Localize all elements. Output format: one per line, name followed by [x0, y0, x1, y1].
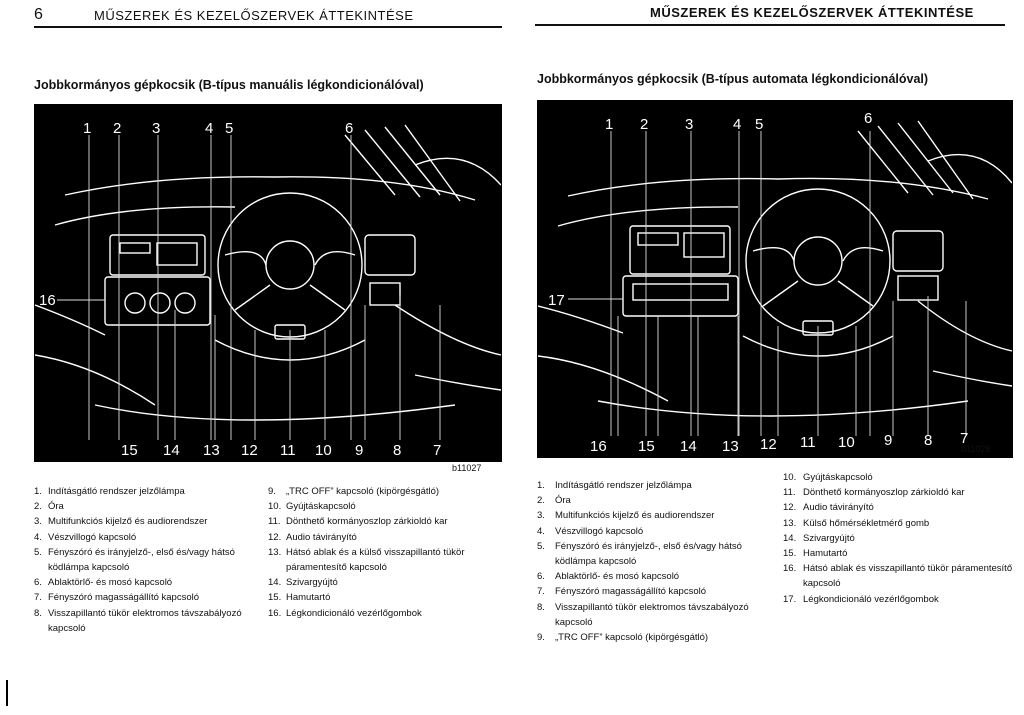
callout-5: 5 [225, 120, 233, 137]
figure-code: b11028 [961, 444, 991, 454]
list-item: 15.Hamutartó [783, 548, 848, 560]
header-rule [34, 26, 502, 28]
list-item: 11.Dönthető kormányoszlop zárkioldó kar [268, 516, 448, 528]
callout-3: 3 [685, 116, 693, 133]
list-item: 9.„TRC OFF” kapcsoló (kipörgésgátló) [268, 486, 440, 497]
callout-14: 14 [680, 438, 697, 455]
callout-17: 17 [548, 292, 565, 309]
list-item: 4.Vészvillogó kapcsoló [537, 525, 644, 537]
list-item: 1.Indításgátló rendszer jelzőlámpa [537, 480, 692, 491]
list-item: 12.Audio távirányító [783, 502, 874, 514]
section-title: Jobbkormányos gépkocsik (B-típus automat… [537, 72, 929, 86]
callout-14: 14 [163, 442, 180, 459]
list-item: 16.Hátsó ablak és visszapillantó tükör p… [783, 563, 1013, 590]
legend-column-1: 1.Indításgátló rendszer jelzőlámpa 2.Óra… [537, 478, 777, 645]
running-header: MŰSZEREK ÉS KEZELŐSZERVEK ÁTTEKINTÉSE [650, 5, 974, 20]
callout-9: 9 [884, 432, 892, 449]
margin-mark [6, 680, 8, 706]
running-header: MŰSZEREK ÉS KEZELŐSZERVEK ÁTTEKINTÉSE [94, 8, 414, 23]
callout-11: 11 [800, 434, 816, 451]
list-item: 2.Óra [537, 495, 571, 507]
callout-15: 15 [121, 442, 138, 459]
list-item: 8.Visszapillantó tükör elektromos távsza… [537, 601, 749, 628]
callout-4: 4 [205, 120, 213, 137]
list-item: 3.Multifunkciós kijelző és audiorendszer [537, 510, 715, 522]
callout-9: 9 [355, 442, 363, 459]
legend-column-2: 10.Gyújtáskapcsoló 11.Dönthető kormányos… [783, 470, 1017, 607]
list-item: 17.Légkondicionáló vezérlőgombok [783, 593, 939, 605]
list-item: 14.Szivargyújtó [783, 532, 855, 544]
callout-6: 6 [864, 110, 872, 127]
callout-6: 6 [345, 120, 353, 137]
list-item: 13.Külső hőmérsékletmérő gomb [783, 517, 930, 529]
list-item: 5.Fényszóró és irányjelző-, első és/vagy… [537, 540, 742, 568]
list-item: 14.Szivargyújtó [268, 577, 338, 589]
list-item: 7.Fényszóró magasságállító kapcsoló [34, 592, 200, 604]
list-item: 15.Hamutartó [268, 592, 331, 604]
legend-column-1: 1.Indításgátló rendszer jelzőlámpa 2.Óra… [34, 484, 256, 636]
list-item: 1.Indításgátló rendszer jelzőlámpa [34, 486, 185, 497]
list-item: 5.Fényszóró és irányjelző-, első és/vagy… [34, 546, 235, 574]
list-item: 10.Gyújtáskapcsoló [783, 472, 873, 483]
callout-2: 2 [113, 120, 121, 137]
list-item: 6.Ablaktörlő- és mosó kapcsoló [537, 571, 680, 583]
dashboard-illustration-manual-ac: 1 2 3 4 5 6 16 15 14 13 12 11 10 9 8 7 [34, 104, 502, 462]
callout-12: 12 [760, 436, 777, 453]
callout-2: 2 [640, 116, 648, 133]
dashboard-illustration-auto-ac: 1 2 3 4 5 6 17 16 15 14 13 12 11 10 9 8 … [537, 100, 1013, 458]
list-item: 11.Dönthető kormányoszlop zárkioldó kar [783, 487, 965, 499]
callout-12: 12 [241, 442, 258, 459]
callout-7: 7 [960, 430, 968, 447]
list-item: 9.„TRC OFF” kapcsoló (kipörgésgátló) [537, 632, 709, 644]
section-title: Jobbkormányos gépkocsik (B-típus manuáli… [34, 78, 424, 92]
callout-11: 11 [280, 442, 296, 459]
callout-8: 8 [393, 442, 401, 459]
callout-16: 16 [590, 438, 607, 455]
list-item: 12.Audio távirányító [268, 531, 357, 543]
list-item: 2.Óra [34, 501, 64, 513]
right-page: MŰSZEREK ÉS KEZELŐSZERVEK ÁTTEKINTÉSE Jo… [515, 0, 1024, 715]
callout-7: 7 [433, 442, 441, 459]
callout-10: 10 [838, 434, 855, 451]
page-gutter [505, 0, 515, 715]
header-rule [535, 24, 1005, 26]
list-item: 13.Hátsó ablak és a külső visszapillantó… [268, 546, 465, 574]
list-item: 6.Ablaktörlő- és mosó kapcsoló [34, 577, 173, 589]
callout-1: 1 [605, 116, 613, 133]
list-item: 7.Fényszóró magasságállító kapcsoló [537, 586, 707, 598]
legend-column-2: 9.„TRC OFF” kapcsoló (kipörgésgátló) 10.… [268, 484, 493, 621]
list-item: 10.Gyújtáskapcsoló [268, 501, 356, 513]
callout-16: 16 [39, 292, 56, 309]
list-item: 4.Vészvillogó kapcsoló [34, 531, 137, 543]
callout-10: 10 [315, 442, 332, 459]
list-item: 16.Légkondicionáló vezérlőgombok [268, 607, 422, 619]
dashboard-drawing: 1 2 3 4 5 6 16 15 14 13 12 11 10 9 8 7 [35, 120, 501, 459]
callout-5: 5 [755, 116, 763, 133]
left-page: 6 MŰSZEREK ÉS KEZELŐSZERVEK ÁTTEKINTÉSE … [0, 0, 505, 715]
list-item: 8.Visszapillantó tükör elektromos távsza… [34, 607, 242, 634]
dashboard-drawing: 1 2 3 4 5 6 17 16 15 14 13 12 11 10 9 8 … [538, 110, 1012, 455]
callout-3: 3 [152, 120, 160, 137]
callout-15: 15 [638, 438, 655, 455]
callout-13: 13 [722, 438, 739, 455]
figure-code: b11027 [452, 463, 482, 473]
list-item: 3.Multifunkciós kijelző és audiorendszer [34, 516, 208, 528]
callout-8: 8 [924, 432, 932, 449]
callout-13: 13 [203, 442, 220, 459]
callout-1: 1 [83, 120, 91, 137]
callout-4: 4 [733, 116, 741, 133]
page-number: 6 [34, 6, 43, 23]
